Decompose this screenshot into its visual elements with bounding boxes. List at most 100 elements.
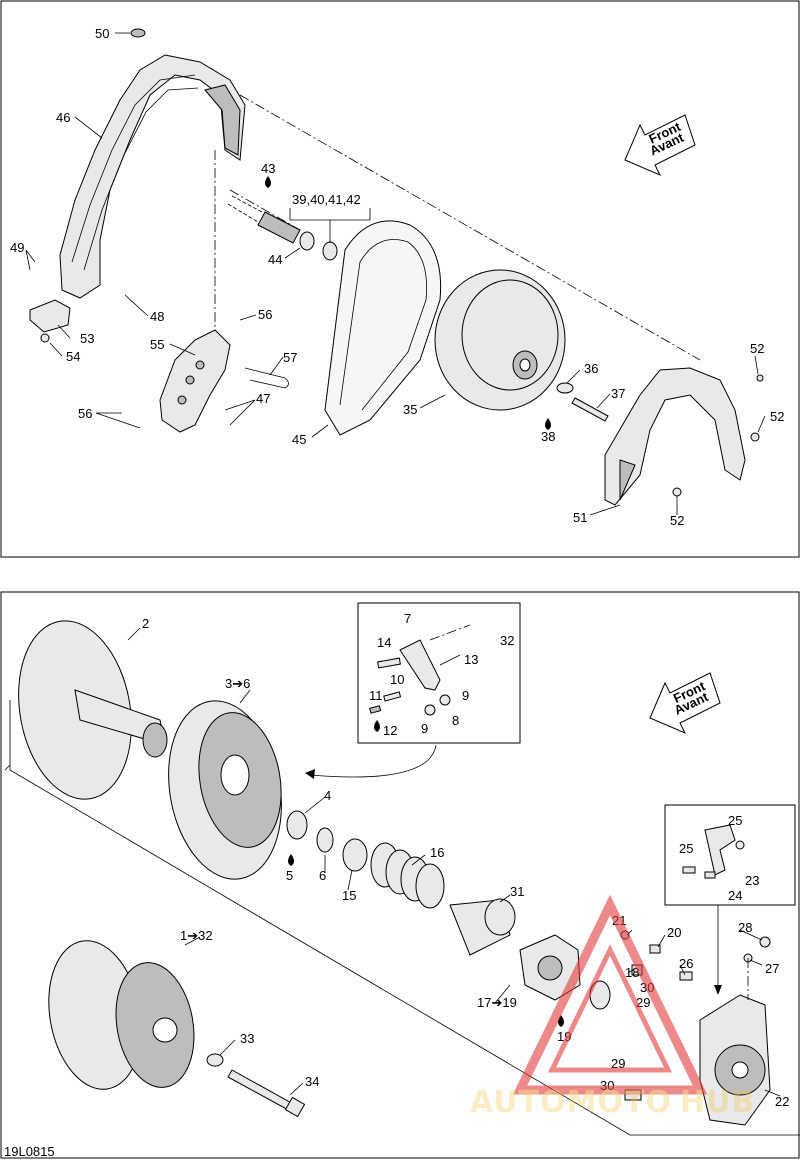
svg-text:HUB: HUB: [680, 1085, 755, 1120]
callout-6: 6: [319, 868, 326, 883]
callout-34: 34: [305, 1074, 319, 1089]
ring-44: [299, 231, 315, 251]
callout-54: 54: [66, 349, 80, 364]
callout-44: 44: [268, 252, 282, 267]
spline-shaft-43: [227, 195, 301, 244]
bottom-callouts: 2 3➔6 4 5 6 15 16 31 1➔32 33 34 7 14 10 …: [142, 611, 789, 1109]
callout-48: 48: [150, 309, 164, 324]
callout-43: 43: [261, 161, 275, 176]
lever-detail-box: [357, 602, 521, 744]
callout-35: 35: [403, 402, 417, 417]
callout-52: 52: [770, 409, 784, 424]
callout-9: 9: [421, 721, 428, 736]
callout-57: 57: [283, 350, 297, 365]
spider-17: [519, 934, 581, 1001]
callout-10: 10: [390, 672, 404, 687]
top-panel: Front Avant 50 46 49 48 53 54 55 56 56 4…: [10, 26, 784, 528]
callout-4: 4: [324, 788, 331, 803]
callout-33: 33: [240, 1031, 254, 1046]
callout-12: 12: [383, 723, 397, 738]
assembled-clutch-1: [48, 940, 195, 1090]
callout-29: 29: [611, 1056, 625, 1071]
top-panel-frame: [0, 0, 800, 558]
callout-55: 55: [150, 337, 164, 352]
callout-20: 20: [667, 925, 681, 940]
front-direction-arrow-icon-bottom: Front Avant: [649, 672, 721, 734]
callout-2: 2: [142, 616, 149, 631]
callout-11: 11: [369, 688, 383, 703]
callout-32: 32: [500, 633, 514, 648]
callout-16: 16: [430, 845, 444, 860]
callout-1-32: 1➔32: [180, 928, 213, 943]
callout-38: 38: [541, 429, 555, 444]
callout-18: 18: [625, 965, 639, 980]
callout-56: 56: [258, 307, 272, 322]
bottom-panel-frame: [0, 591, 800, 1159]
callout-23: 23: [745, 873, 759, 888]
oil-drop-icon-12: [374, 720, 380, 732]
callout-56: 56: [78, 406, 92, 421]
callout-13: 13: [464, 652, 478, 667]
bushing-4: [286, 810, 308, 840]
bracket-53: [29, 299, 71, 333]
fixed-sheave-2: [18, 620, 168, 800]
callout-53: 53: [80, 331, 94, 346]
callout-46: 46: [56, 110, 70, 125]
part-26: [679, 971, 693, 981]
callout-47: 47: [256, 391, 270, 406]
part-20: [649, 944, 661, 954]
callout-31: 31: [510, 884, 524, 899]
callout-22: 22: [775, 1094, 789, 1109]
diagram-code: 19L0815: [4, 1144, 55, 1159]
callout-28: 28: [738, 920, 752, 935]
callout-26: 26: [679, 956, 693, 971]
belt-guard-rear: [59, 28, 246, 299]
callout-39-40-41-42: 39,40,41,42: [292, 192, 361, 207]
callout-15: 15: [342, 888, 356, 903]
arm-23: [704, 824, 736, 876]
callout-52: 52: [670, 513, 684, 528]
front-guard-51: [604, 367, 746, 506]
spring-16: [370, 842, 445, 909]
cover-22: [699, 994, 771, 1126]
svg-text:AUTOMOTO: AUTOMOTO: [470, 1085, 672, 1120]
drive-belt-45: [324, 220, 442, 436]
callout-7: 7: [404, 611, 411, 626]
callout-24: 24: [728, 888, 742, 903]
oil-drop-icon-5: [288, 854, 294, 866]
oil-drop-icon-38: [545, 418, 551, 430]
callout-3-6: 3➔6: [225, 676, 250, 691]
callout-49: 49: [10, 240, 24, 255]
support-55: [159, 329, 231, 433]
washer-33: [206, 1053, 224, 1067]
callout-8: 8: [452, 713, 459, 728]
arm-detail-box: [664, 804, 796, 906]
bolt-34: [227, 1069, 296, 1113]
callout-9: 9: [462, 688, 469, 703]
callout-25: 25: [728, 813, 742, 828]
movable-sheave-3: [168, 700, 282, 880]
lever-7: [399, 639, 441, 691]
automotohub-watermark-logo: AUTOMOTO HUB: [470, 894, 755, 1120]
callout-50: 50: [95, 26, 109, 41]
ring-39: [322, 241, 338, 261]
callout-37: 37: [611, 386, 625, 401]
top-callouts: 50 46 49 48 53 54 55 56 56 47 57 43 39,4…: [10, 26, 784, 528]
callout-36: 36: [584, 361, 598, 376]
callout-14: 14: [377, 635, 391, 650]
callout-52: 52: [750, 341, 764, 356]
washer-36: [556, 382, 574, 394]
ring-6: [316, 827, 334, 853]
callout-45: 45: [292, 432, 306, 447]
callout-51: 51: [573, 510, 587, 525]
driven-pulley-35: [434, 269, 566, 411]
oil-drop-icon-43: [265, 176, 271, 188]
bottom-panel: Front Avant 2 3➔6 4 5 6 15 16 31 1➔32 33…: [4, 602, 800, 1159]
callout-25: 25: [679, 841, 693, 856]
callout-17-19: 17➔19: [477, 995, 517, 1010]
retainer-57: [244, 367, 289, 389]
callout-5: 5: [286, 868, 293, 883]
nut-28: [759, 936, 771, 948]
plug-54: [40, 333, 50, 343]
